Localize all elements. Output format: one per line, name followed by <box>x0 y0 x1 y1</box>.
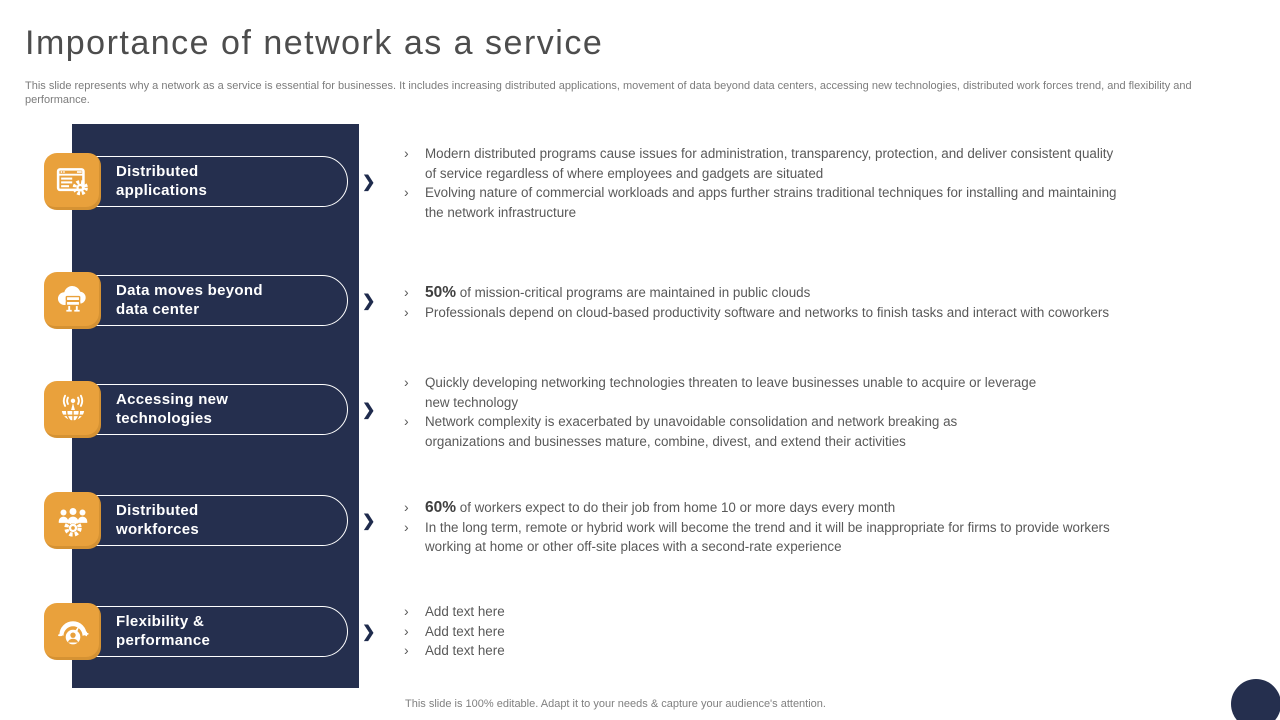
page-title: Importance of network as a service <box>25 24 604 62</box>
bullet-marker-icon: › <box>404 518 409 535</box>
bullet-item: › 50% of mission-critical programs are ma… <box>404 283 1264 303</box>
bullet-marker-icon: › <box>404 499 409 515</box>
bullet-item: › Evolving nature of commercial workloads… <box>404 183 1264 222</box>
bullet-marker-icon: › <box>404 374 409 390</box>
bullet-item: › Network complexity is exacerbated by un… <box>404 412 1264 451</box>
bullet-item[interactable]: › Add text here <box>404 622 1264 642</box>
bullet-item: › Modern distributed programs cause issue… <box>404 144 1264 183</box>
chevron-right-icon: ❯ <box>362 513 376 530</box>
app-window-gear-icon <box>44 153 101 210</box>
category-label: Distributed applications <box>116 162 208 199</box>
distributed-workforces-icon <box>44 492 101 549</box>
bullet-block: › 60% of workers expect to do their job f… <box>404 498 1264 557</box>
bullet-text: Network complexity is exacerbated by una… <box>425 414 958 449</box>
category-pill: Flexibility & performance <box>74 606 348 657</box>
bullet-item: › 60% of workers expect to do their job f… <box>404 498 1264 518</box>
category-pill: Data moves beyond data center <box>74 275 348 326</box>
category-label: Data moves beyond data center <box>116 281 263 318</box>
bullet-block: › Modern distributed programs cause issue… <box>404 144 1264 222</box>
cloud-server-icon <box>44 272 101 329</box>
bullet-item[interactable]: › Add text here <box>404 641 1264 661</box>
category-pill: Distributed applications <box>74 156 348 207</box>
sidebar-item-antenna-globe: Accessing new technologies ❯ <box>44 381 389 439</box>
bullet-item: › Quickly developing networking technolog… <box>404 373 1264 412</box>
bullet-text: Add text here <box>425 643 505 658</box>
category-label: Distributed workforces <box>116 501 200 538</box>
sidebar-item-cloud-server: Data moves beyond data center ❯ <box>44 272 389 330</box>
footer-note: This slide is 100% editable. Adapt it to… <box>405 698 826 710</box>
bullet-item[interactable]: › Add text here <box>404 602 1264 622</box>
sidebar-item-app-window-gear: Distributed applications ❯ <box>44 153 389 211</box>
slide-subtitle: This slide represents why a network as a… <box>25 80 1192 106</box>
bullet-block: › 50% of mission-critical programs are ma… <box>404 283 1264 322</box>
chevron-right-icon: ❯ <box>362 624 376 641</box>
bullet-text: Add text here <box>425 623 505 639</box>
sidebar-item-gauge-performance: Flexibility & performance ❯ <box>44 603 389 661</box>
bullet-text: Modern distributed programs cause issues… <box>425 146 1114 181</box>
sidebar-panel <box>72 124 359 688</box>
bullet-marker-icon: › <box>404 642 409 658</box>
bullet-text: In the long term, remote or hybrid work … <box>425 519 1110 555</box>
bullet-text: Add text here <box>425 604 505 619</box>
bullet-text: Quickly developing networking technologi… <box>425 375 1037 410</box>
bullet-text: Professionals depend on cloud-based prod… <box>425 304 1110 320</box>
bullet-item: › In the long term, remote or hybrid work… <box>404 518 1264 557</box>
sidebar-item-distributed-workforces: Distributed workforces ❯ <box>44 492 389 550</box>
chevron-right-icon: ❯ <box>362 402 376 419</box>
antenna-globe-icon <box>44 381 101 438</box>
bullet-block: › Add text here › Add text here › Add text he… <box>404 602 1264 661</box>
category-pill: Accessing new technologies <box>74 384 348 435</box>
bullet-marker-icon: › <box>404 303 409 320</box>
corner-dot <box>1231 679 1280 720</box>
category-label: Accessing new technologies <box>116 390 229 427</box>
bullet-text: 50% of mission-critical programs are mai… <box>425 284 811 301</box>
bullet-marker-icon: › <box>404 145 409 161</box>
bullet-marker-icon: › <box>404 413 409 429</box>
bullet-marker-icon: › <box>404 284 409 300</box>
bullet-block: › Quickly developing networking technolog… <box>404 373 1264 451</box>
bullet-marker-icon: › <box>404 184 409 200</box>
bullet-marker-icon: › <box>404 622 409 639</box>
chevron-right-icon: ❯ <box>362 293 376 310</box>
bullet-marker-icon: › <box>404 603 409 619</box>
bullet-item: › Professionals depend on cloud-based pro… <box>404 303 1264 323</box>
gauge-performance-icon <box>44 603 101 660</box>
category-pill: Distributed workforces <box>74 495 348 546</box>
bullet-text: 60% of workers expect to do their job fr… <box>425 499 896 516</box>
bullet-text: Evolving nature of commercial workloads … <box>425 185 1117 220</box>
category-label: Flexibility & performance <box>116 612 211 649</box>
chevron-right-icon: ❯ <box>362 174 376 191</box>
